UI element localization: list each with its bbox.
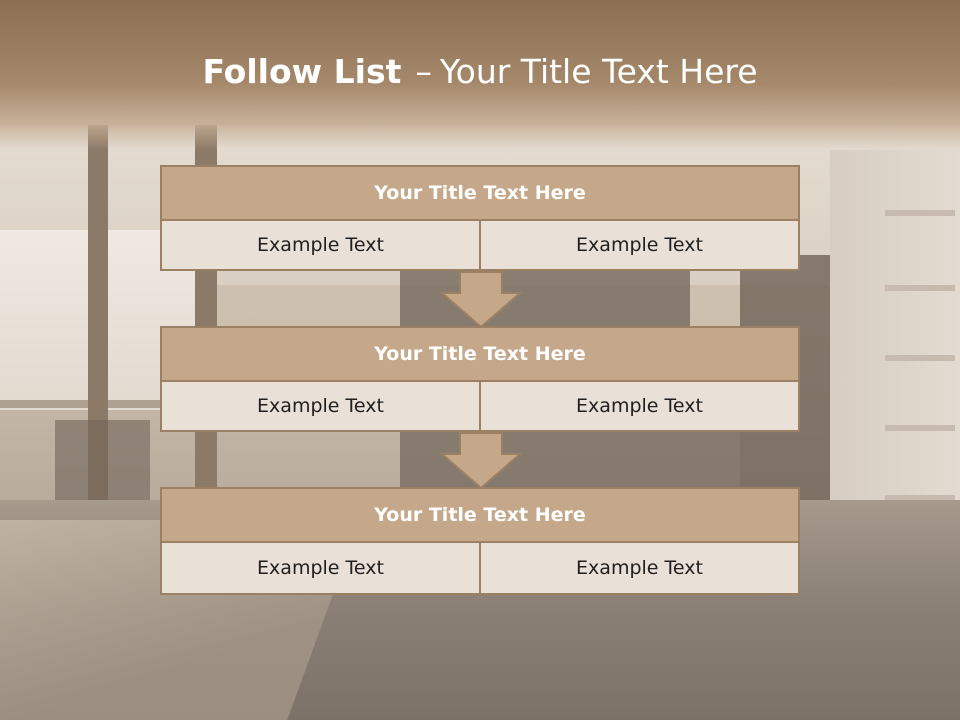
down-arrow-icon <box>440 432 522 490</box>
block-header: Your Title Text Here <box>160 487 800 543</box>
radiator <box>55 420 150 515</box>
block-header: Your Title Text Here <box>160 165 800 221</box>
shelf <box>885 210 955 216</box>
block-cell-right: Example Text <box>481 543 800 595</box>
shelf <box>885 495 955 501</box>
shelf <box>885 355 955 361</box>
block-cell-left: Example Text <box>160 543 481 595</box>
kitchen-cabinet-upper <box>400 270 690 330</box>
window-sill <box>0 400 200 408</box>
block-cell-left: Example Text <box>160 382 481 432</box>
block-row: Example Text Example Text <box>160 543 800 595</box>
slide-title: Follow List–Your Title Text Here <box>0 52 960 91</box>
block-cell-right: Example Text <box>481 221 800 271</box>
title-bold-part: Follow List <box>202 52 402 91</box>
block-row: Example Text Example Text <box>160 221 800 271</box>
list-block-2: Your Title Text Here Example Text Exampl… <box>160 326 800 432</box>
block-cell-left: Example Text <box>160 221 481 271</box>
title-bar <box>0 0 960 150</box>
shelf <box>885 285 955 291</box>
block-header: Your Title Text Here <box>160 326 800 382</box>
block-row: Example Text Example Text <box>160 382 800 432</box>
shelf <box>885 425 955 431</box>
block-cell-right: Example Text <box>481 382 800 432</box>
list-block-1: Your Title Text Here Example Text Exampl… <box>160 165 800 271</box>
title-rest-part: Your Title Text Here <box>439 52 758 91</box>
title-separator: – <box>415 52 432 91</box>
down-arrow-icon <box>440 271 522 329</box>
list-block-3: Your Title Text Here Example Text Exampl… <box>160 487 800 595</box>
